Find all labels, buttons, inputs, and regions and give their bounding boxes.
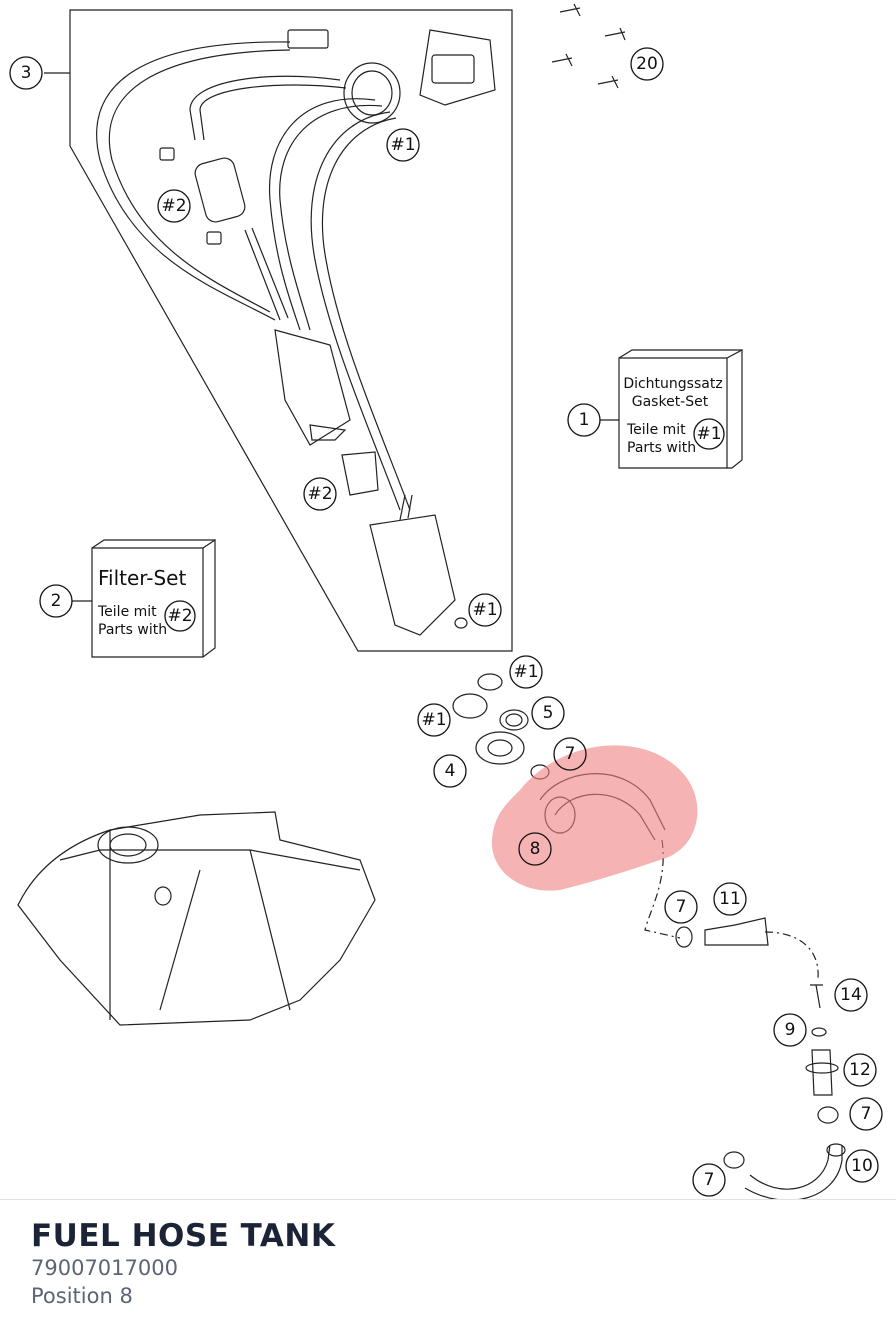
callout-7-bottom[interactable] — [692, 1163, 726, 1197]
gasket-box-line4: Parts with — [627, 440, 696, 456]
callout-hash1-ring[interactable] — [509, 655, 543, 689]
part-info-footer: FUEL HOSE TANK 79007017000 Position 8 — [0, 1199, 896, 1336]
callout-7-bottom-label: 7 — [704, 1170, 715, 1190]
callout-10-label: 10 — [851, 1156, 873, 1176]
fuel-tank — [17, 811, 376, 1026]
callout-12-label: 12 — [849, 1060, 871, 1080]
callout-5[interactable] — [531, 696, 565, 730]
callout-4-label: 4 — [445, 761, 456, 781]
callout-8[interactable] — [518, 832, 552, 866]
gasket-box-line3: Teile mit — [626, 422, 686, 438]
callout-8-label: 8 — [530, 839, 541, 859]
parts-diagram: 3 20 #1 #2 1 #2 #1 2 #1 #1 5 4 7 8 7 11 … — [9, 3, 883, 1200]
callout-3-label: 3 — [21, 63, 32, 83]
gasket-box-hash1-label: #1 — [696, 424, 721, 444]
filter-box-hash2-label: #2 — [167, 606, 192, 626]
callout-12[interactable] — [843, 1053, 877, 1087]
callout-7-top-label: 7 — [565, 744, 576, 764]
callout-7-mid-label: 7 — [676, 897, 687, 917]
callout-hash2-left-label: #2 — [161, 196, 186, 216]
gasket-box-line1: Dichtungssatz — [623, 376, 722, 392]
callout-20-label: 20 — [636, 54, 658, 74]
callout-2-label: 2 — [51, 591, 62, 611]
filter-box-hash2 — [164, 600, 196, 632]
callout-7-top[interactable] — [553, 737, 587, 771]
callout-7-low[interactable] — [849, 1097, 883, 1131]
callout-hash1-filter-label: #1 — [472, 600, 497, 620]
callout-hash1-filter[interactable] — [468, 593, 502, 627]
filter-box-line3: Parts with — [98, 622, 167, 638]
filter-box-line2: Teile mit — [97, 604, 157, 620]
callout-7-low-label: 7 — [861, 1104, 872, 1124]
part-title: FUEL HOSE TANK — [31, 1218, 336, 1254]
callout-hash2-left[interactable] — [157, 189, 191, 223]
callout-hash2-mid-label: #2 — [307, 484, 332, 504]
callout-14[interactable] — [834, 978, 868, 1012]
callout-hash2-mid[interactable] — [303, 477, 337, 511]
highlight-part-8[interactable] — [491, 745, 698, 891]
callout-20[interactable] — [630, 47, 664, 81]
pump-assembly-frame — [69, 9, 513, 652]
callout-9[interactable] — [773, 1013, 807, 1047]
callout-hash1-seal[interactable] — [417, 703, 451, 737]
callout-hash1-top-label: #1 — [390, 135, 415, 155]
callout-1-label: 1 — [579, 410, 590, 430]
callout-9-label: 9 — [785, 1020, 796, 1040]
callout-2[interactable] — [39, 584, 73, 618]
callout-11-label: 11 — [719, 889, 741, 909]
callout-hash1-ring-label: #1 — [513, 662, 538, 682]
callout-4[interactable] — [433, 754, 467, 788]
callout-11[interactable] — [713, 882, 747, 916]
part-number: 79007017000 — [31, 1256, 178, 1280]
filter-box-line1: Filter-Set — [98, 566, 186, 590]
callout-14-label: 14 — [840, 985, 862, 1005]
gasket-box-hash1 — [693, 418, 725, 450]
callout-10[interactable] — [845, 1149, 879, 1183]
callout-1[interactable] — [567, 403, 601, 437]
callout-hash1-top[interactable] — [386, 128, 420, 162]
gasket-box-line2: Gasket-Set — [632, 394, 709, 410]
part-position: Position 8 — [31, 1284, 133, 1308]
callout-7-mid[interactable] — [664, 890, 698, 924]
callout-5-label: 5 — [543, 703, 554, 723]
callout-hash1-seal-label: #1 — [421, 710, 446, 730]
callout-3[interactable] — [9, 56, 43, 90]
